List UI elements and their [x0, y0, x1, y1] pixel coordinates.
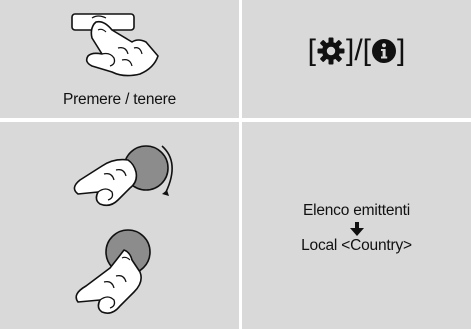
separator-bracket: ]/[ [345, 34, 371, 67]
hand-press-button-icon [71, 13, 159, 77]
hand-press-knob-icon [75, 229, 151, 314]
instruction-cell-knob [0, 122, 239, 329]
open-bracket: [ [307, 34, 316, 67]
arrow-down-icon [349, 222, 364, 236]
menu-path-local-country: Local <Country> [301, 237, 412, 254]
press-hold-caption: Premere / tenere [62, 91, 177, 108]
instruction-cell-buttons: [ ]/[ ] [242, 0, 471, 118]
hand-rotate-knob-icon [73, 145, 173, 207]
close-bracket: ] [397, 34, 406, 67]
info-icon [372, 39, 396, 63]
menu-path: Elenco emittenti Local <Country> [242, 202, 471, 255]
button-reference: [ ]/[ ] [242, 36, 471, 66]
menu-path-station-list: Elenco emittenti [302, 202, 411, 219]
instruction-cell-menu-path: Elenco emittenti Local <Country> [242, 122, 471, 329]
instruction-cell-press: Premere / tenere [0, 0, 239, 118]
gear-icon [317, 37, 345, 65]
